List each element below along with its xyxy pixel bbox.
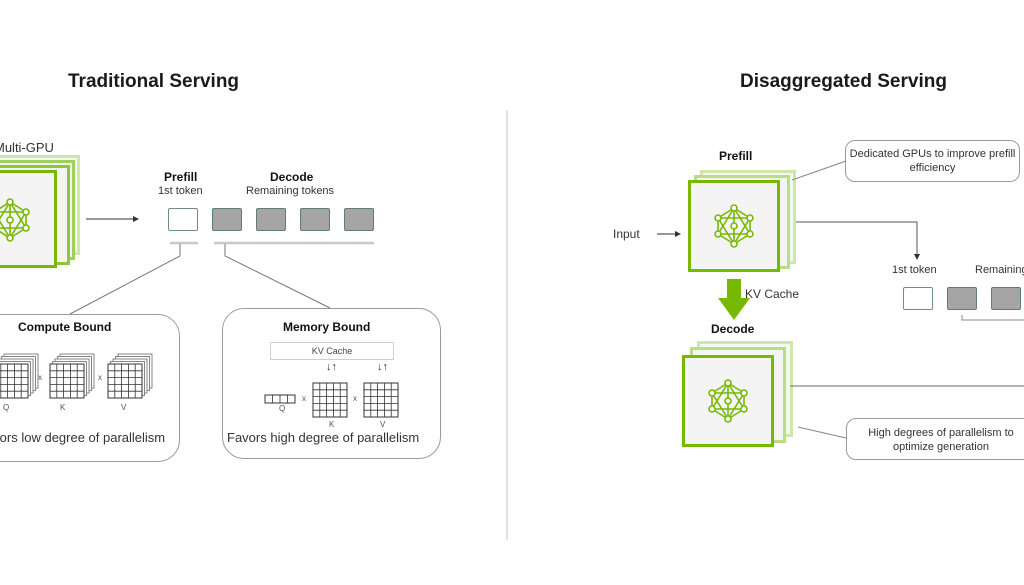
- kv-cache-arrow: [718, 279, 750, 320]
- kv-cache-label: KV Cache: [745, 287, 800, 301]
- kv-cache-bar: KV Cache: [270, 342, 394, 360]
- memory-q-label: Q: [279, 404, 286, 413]
- compute-bound-footer: Favors low degree of parallelism: [0, 430, 166, 445]
- remaining-tokens-label: Remaining tokens: [975, 264, 1024, 276]
- neural-network-icon: [0, 198, 30, 242]
- compute-bound-heading: Compute Bound: [18, 320, 112, 334]
- decode-to-memory-line: [224, 244, 331, 309]
- prefill-label: Prefill: [719, 149, 753, 163]
- compute-k-matrix: [50, 354, 94, 398]
- disaggregated-serving-title: Disaggregated Serving: [740, 71, 947, 92]
- token-remaining: [991, 287, 1021, 310]
- input-label: Input: [613, 227, 640, 241]
- memory-k-matrix: [312, 382, 348, 418]
- memory-bound-heading: Memory Bound: [283, 320, 371, 334]
- compute-v-matrix: [108, 354, 152, 398]
- prefill-heading: Prefill: [164, 170, 198, 184]
- memory-v-matrix: [363, 382, 399, 418]
- memory-op-1: x: [302, 394, 306, 403]
- prefill-to-first-token-line: [796, 221, 920, 260]
- decode-note-leader: [797, 426, 847, 439]
- prefill-sub: 1st token: [158, 185, 203, 197]
- prefill-to-compute-line: [69, 244, 181, 315]
- decode-sub: Remaining tokens: [246, 185, 335, 197]
- kv-arrows-k: ↓↑: [326, 361, 337, 373]
- neural-network-icon: [714, 204, 754, 248]
- token-decode: [212, 208, 242, 231]
- remaining-bracket: [961, 315, 1024, 321]
- compute-v-label: V: [121, 403, 127, 412]
- memory-op-2: x: [353, 394, 357, 403]
- decode-note: High degrees of parallelism to optimize …: [846, 418, 1024, 460]
- memory-q-vector: [264, 394, 296, 404]
- token-decode: [344, 208, 374, 231]
- section-divider: [506, 110, 508, 540]
- memory-bound-footer: Favors high degree of parallelism: [227, 430, 420, 445]
- token-decode: [256, 208, 286, 231]
- prefill-note-leader: [791, 160, 847, 181]
- memory-v-label: V: [380, 420, 386, 429]
- compute-op-1: x: [38, 373, 42, 382]
- multi-gpu-label: Multi-GPU: [0, 140, 54, 155]
- token-decode: [300, 208, 330, 231]
- decode-heading: Decode: [270, 170, 314, 184]
- decode-label: Decode: [711, 322, 755, 336]
- traditional-serving-title: Traditional Serving: [68, 71, 240, 92]
- memory-k-label: K: [329, 420, 335, 429]
- kv-arrows-v: ↓↑: [377, 361, 388, 373]
- prefill-note: Dedicated GPUs to improve prefill effici…: [845, 140, 1020, 182]
- compute-op-2: x: [98, 373, 102, 382]
- token-first: [903, 287, 933, 310]
- compute-k-label: K: [60, 403, 66, 412]
- compute-q-matrix: [0, 354, 38, 398]
- token-remaining: [947, 287, 977, 310]
- token-prefill: [168, 208, 198, 231]
- first-token-label: 1st token: [892, 264, 937, 276]
- compute-q-label: Q: [3, 403, 10, 412]
- neural-network-icon: [708, 379, 748, 423]
